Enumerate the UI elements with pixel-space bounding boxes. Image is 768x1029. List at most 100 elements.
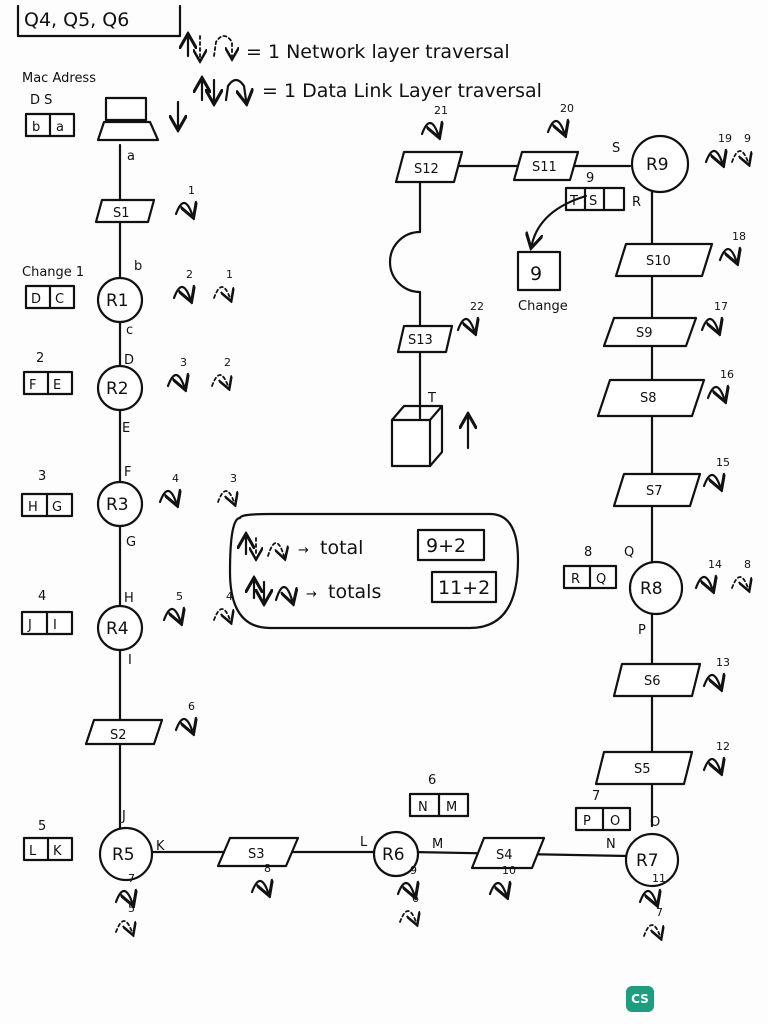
svg-text:C: C	[55, 292, 64, 307]
svg-text:Q: Q	[596, 572, 606, 587]
network-count-r7: 7	[656, 906, 663, 919]
svg-text:R8: R8	[640, 579, 663, 599]
legend-network-text: = 1 Network layer traversal	[246, 41, 510, 63]
datalink-traversal-s7: 15	[702, 456, 730, 486]
datalink-traversal-s3: 8	[250, 862, 271, 892]
datalink-traversal-r1: 2	[172, 268, 193, 298]
svg-text:R: R	[571, 572, 580, 587]
svg-text:9: 9	[586, 171, 594, 186]
svg-text:D: D	[31, 292, 41, 307]
svg-text:2: 2	[36, 351, 44, 366]
mac-box-1: Change 1 D C	[22, 265, 84, 310]
svg-text:S9: S9	[636, 326, 653, 341]
svg-text:S12: S12	[414, 162, 439, 177]
mac-box-8: 8 R Q	[562, 545, 618, 590]
svg-text:b: b	[134, 259, 142, 274]
router-r4: R4	[96, 604, 144, 652]
svg-text:7: 7	[592, 789, 600, 804]
datalink-traversal-s1: 1	[174, 184, 195, 214]
svg-text:6: 6	[428, 773, 436, 788]
router-r9: R9	[630, 134, 690, 194]
svg-text:9: 9	[530, 263, 542, 285]
datalink-traversal-s11: 20	[546, 102, 574, 132]
svg-text:H: H	[124, 591, 134, 606]
svg-text:S3: S3	[248, 847, 265, 862]
page-title: Q4, Q5, Q6	[24, 9, 129, 31]
svg-text:3: 3	[38, 469, 46, 484]
datalink-count-r8: 14	[708, 558, 722, 571]
network-count-r9: 9	[744, 132, 751, 145]
datalink-traversal-r6: 9	[396, 864, 417, 894]
svg-text:P: P	[638, 623, 646, 638]
router-r3: R3	[96, 480, 144, 528]
network-count-r5: 5	[128, 902, 135, 915]
svg-text:K: K	[53, 844, 62, 859]
svg-text:K: K	[156, 839, 165, 854]
svg-text:S: S	[589, 194, 597, 209]
svg-text:D: D	[124, 353, 134, 368]
svg-text:E: E	[122, 421, 130, 436]
datalink-traversal-s9: 17	[700, 300, 728, 330]
svg-text:R2: R2	[106, 379, 129, 399]
datalink-traversal-r2: 3	[166, 356, 187, 386]
router-r1: R1	[96, 276, 144, 324]
datalink-count-r3: 4	[172, 472, 179, 485]
datalink-traversal-r5: 7	[114, 872, 135, 902]
switch-s1: S1	[94, 198, 156, 224]
datalink-traversal-s2: 6	[174, 700, 195, 730]
svg-text:E: E	[53, 378, 61, 393]
svg-text:S2: S2	[110, 728, 127, 743]
svg-text:S8: S8	[640, 391, 657, 406]
svg-text:4: 4	[38, 589, 46, 604]
datalink-count-s3: 8	[264, 862, 271, 875]
svg-text:J: J	[121, 809, 126, 824]
svg-text:→: →	[298, 543, 309, 558]
destination-host: T	[390, 391, 468, 468]
network-total-value: 9+2	[426, 535, 466, 557]
router-r5: R5	[98, 826, 154, 882]
network-traversal-r1: 1	[213, 268, 233, 298]
datalink-traversal-s4: 10	[488, 864, 516, 894]
datalink-count-s4: 10	[502, 864, 516, 877]
svg-text:O: O	[610, 814, 620, 829]
svg-text:G: G	[126, 535, 136, 550]
source-host: a	[96, 96, 178, 164]
change-box: 9 Change	[516, 194, 588, 314]
switch-s5: S5	[594, 750, 694, 786]
network-count-r4: 4	[226, 590, 233, 603]
network-traversal-r4: 4	[213, 590, 233, 620]
svg-text:N: N	[418, 800, 428, 815]
svg-text:c: c	[126, 323, 133, 338]
datalink-traversal-s13: 22	[456, 300, 484, 330]
svg-text:Change 1: Change 1	[22, 265, 84, 280]
svg-text:R1: R1	[106, 291, 129, 311]
svg-text:S: S	[612, 141, 620, 156]
mac-box-5: 5 L K	[22, 819, 74, 862]
svg-text:S1: S1	[113, 206, 130, 221]
network-traversal-r3: 3	[217, 472, 237, 502]
router-r8: R8	[628, 560, 684, 616]
datalink-traversal-s5: 12	[702, 740, 730, 770]
svg-text:M: M	[446, 800, 457, 815]
svg-text:→: →	[306, 587, 317, 602]
switch-s12: S12	[394, 150, 464, 184]
mac-box-6: 6 N M	[408, 773, 470, 818]
datalink-count-r2: 3	[180, 356, 187, 369]
port-labels: b c D E F G H I J K L M N O P Q R S	[121, 141, 660, 854]
network-traversal-r8: 8	[731, 558, 751, 588]
svg-text:R5: R5	[112, 845, 135, 865]
svg-text:J: J	[27, 618, 32, 633]
datalink-count-s6: 13	[716, 656, 730, 669]
datalink-traversal-r9: 19	[704, 132, 732, 162]
switch-s11: S11	[512, 150, 580, 182]
source-port-label: a	[127, 149, 135, 164]
datalink-count-s2: 6	[188, 700, 195, 713]
svg-text:O: O	[650, 815, 660, 830]
legend-datalink-text: = 1 Data Link Layer traversal	[262, 80, 542, 102]
mac-box-3: 3 H G	[20, 469, 74, 518]
svg-text:R7: R7	[636, 851, 659, 871]
switch-s4: S4	[470, 836, 546, 870]
network-traversal-r6: 6	[399, 892, 419, 922]
